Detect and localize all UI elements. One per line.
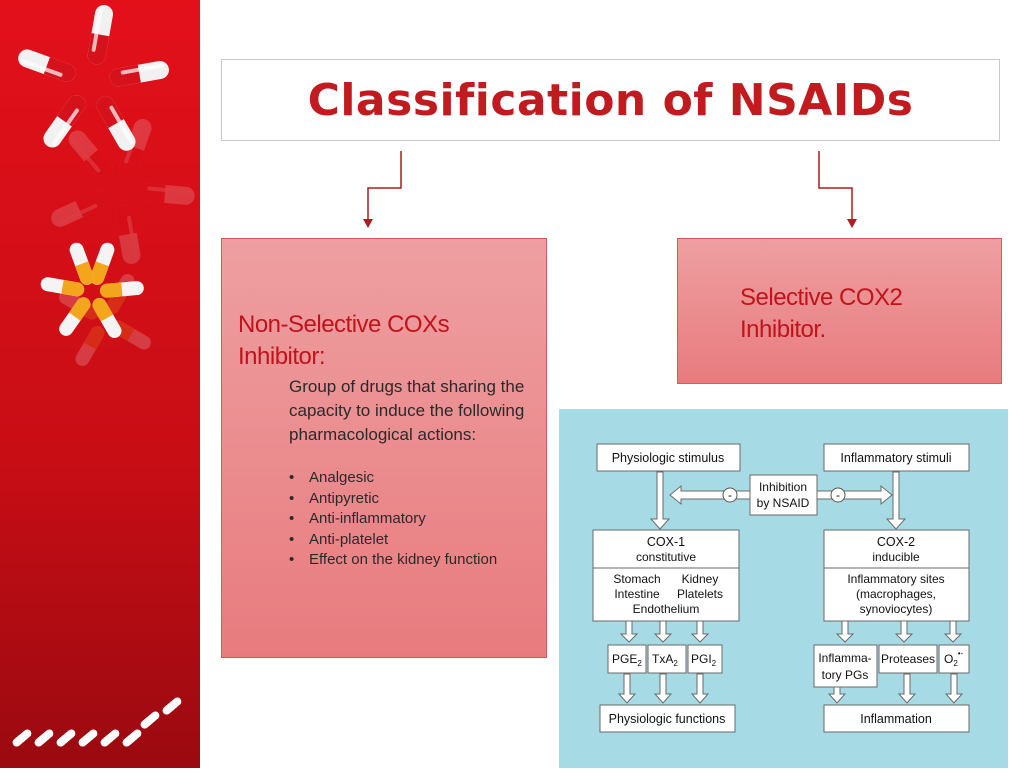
- inflammatory-pgs-label-1: Inflamma-: [818, 651, 871, 665]
- selective-heading-line2: Inhibitor.: [740, 316, 826, 343]
- arrow-cox2-o2: [943, 620, 963, 643]
- arrow-inhibit-cox2: [816, 484, 893, 506]
- selective-box: Selective COX2 Inhibitor.: [677, 238, 1002, 384]
- cox1-site-intestine: Intestine: [614, 587, 660, 601]
- arrow-to-non-selective: [367, 151, 402, 220]
- arrow-txa-functions: [653, 673, 673, 704]
- cox1-title: COX-1: [647, 535, 685, 549]
- cox2-site-3: synoviocytes): [860, 602, 933, 616]
- o2-label: O2•-: [944, 649, 964, 668]
- pge-label: PGE2: [612, 652, 642, 668]
- cox1-site-platelets: Platelets: [677, 587, 723, 601]
- cox2-box: [823, 529, 970, 622]
- arrow-o2-inflammation: [944, 673, 964, 704]
- list-item: •Analgesic: [289, 468, 545, 489]
- arrow-cox2-proteases: [894, 620, 914, 643]
- non-selective-heading-line2: Inhibitor:: [238, 343, 326, 370]
- capsule-artwork: [11, 3, 196, 749]
- pgi-label: PGI2: [691, 652, 717, 668]
- minus-left-label: -: [728, 488, 732, 502]
- selective-heading-line1: Selective COX2: [740, 284, 903, 311]
- non-selective-box: Non-Selective COXs Inhibitor: Group of d…: [221, 238, 547, 658]
- inhibition-box: [749, 474, 818, 516]
- physiologic-functions-label: Physiologic functions: [609, 712, 726, 726]
- arrow-proteases-inflammation: [897, 673, 917, 704]
- arrow-pge-functions: [617, 673, 637, 704]
- cox-pathway-diagram: - - Physiologic stimulus Inflammatory st…: [559, 409, 1008, 768]
- bullet-icon: •: [289, 469, 295, 486]
- bullet-icon: •: [289, 551, 295, 568]
- inflammation-label: Inflammation: [860, 712, 932, 726]
- cox-pathway-svg: - - Physiologic stimulus Inflammatory st…: [592, 443, 970, 733]
- physiologic-stimulus-box: [596, 443, 741, 472]
- bullet-icon: •: [289, 510, 295, 527]
- inflammatory-pgs-box: [813, 644, 878, 688]
- sidebar-decoration: [0, 0, 200, 768]
- cox2-site-2: (macrophages,: [856, 587, 936, 601]
- pgi-box: [687, 644, 723, 674]
- cox1-subtitle: constitutive: [636, 550, 696, 564]
- proteases-box: [878, 644, 938, 674]
- txa-box: [647, 644, 687, 674]
- cox1-box: [592, 529, 740, 622]
- arrow-to-selective: [818, 151, 853, 220]
- arrow-cox1-pgi: [690, 620, 710, 643]
- list-item: •Antipyretic: [289, 489, 545, 510]
- list-item: •Anti-inflammatory: [289, 509, 545, 530]
- arrow-inflam-to-cox2: [885, 471, 907, 530]
- proteases-label: Proteases: [881, 652, 935, 666]
- inflammatory-stimuli-label: Inflammatory stimuli: [840, 451, 951, 465]
- minus-right-icon: [830, 487, 846, 503]
- inhibition-label-1: Inhibition: [759, 480, 807, 494]
- non-selective-heading: Non-Selective COXs Inhibitor:: [238, 309, 538, 373]
- arrow-pgs-inflammation: [827, 686, 847, 704]
- bullet-icon: •: [289, 530, 295, 548]
- txa-label: TxA2: [652, 652, 678, 668]
- pharmacological-actions-list: •Analgesic •Antipyretic •Anti-inflammato…: [289, 468, 545, 571]
- inhibition-label-2: by NSAID: [757, 496, 810, 510]
- arrow-cox1-pge: [619, 620, 639, 643]
- cox2-site-1: Inflammatory sites: [847, 572, 944, 586]
- physiologic-stimulus-label: Physiologic stimulus: [612, 451, 725, 465]
- cox1-site-stomach: Stomach: [613, 572, 660, 586]
- physiologic-functions-box: [599, 704, 736, 733]
- list-item: •Anti-platelet: [289, 530, 545, 551]
- cox1-site-endothelium: Endothelium: [633, 602, 700, 616]
- non-selective-description: Group of drugs that sharing the capacity…: [289, 377, 525, 444]
- selective-heading: Selective COX2 Inhibitor.: [740, 282, 980, 346]
- arrow-cox1-txa: [653, 620, 673, 643]
- o2-box: [938, 644, 970, 674]
- cox2-subtitle: inducible: [872, 550, 920, 564]
- inflammatory-stimuli-box: [823, 443, 970, 472]
- title-box: Classification of NSAIDs: [221, 59, 1000, 141]
- bullet-icon: •: [289, 489, 295, 507]
- page-title: Classification of NSAIDs: [307, 74, 914, 126]
- inflammatory-pgs-label-2: tory PGs: [822, 668, 869, 682]
- minus-right-label: -: [836, 488, 840, 502]
- arrow-cox2-pgs: [835, 620, 855, 643]
- inflammation-box: [823, 704, 970, 733]
- non-selective-heading-line1: Non-Selective COXs: [238, 311, 450, 338]
- arrowhead-right-icon: [847, 219, 857, 228]
- pge-box: [607, 644, 647, 674]
- arrow-inhibit-cox1: [669, 484, 751, 506]
- arrow-physio-to-cox1: [649, 471, 671, 530]
- minus-left-icon: [722, 487, 738, 503]
- arrow-pgi-functions: [690, 673, 710, 704]
- arrowhead-left-icon: [363, 219, 373, 228]
- cox1-site-kidney: Kidney: [682, 572, 719, 586]
- list-item: •Effect on the kidney function: [289, 550, 545, 571]
- cox2-title: COX-2: [877, 535, 915, 549]
